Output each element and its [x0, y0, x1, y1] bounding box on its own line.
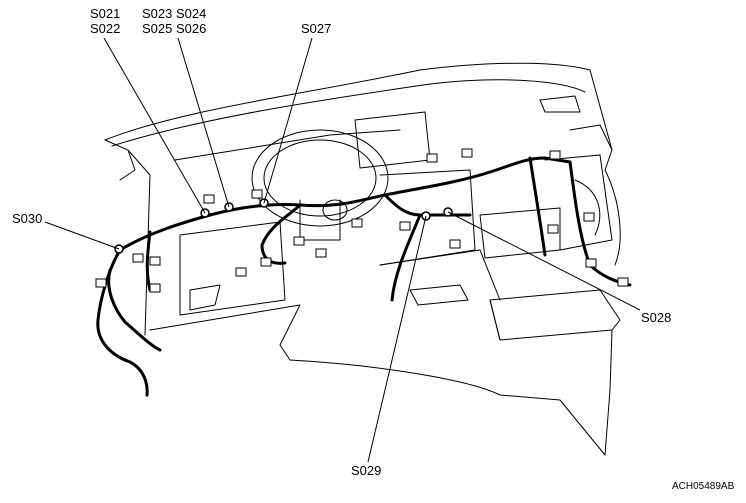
callout-s021: S021 — [90, 6, 121, 21]
callout-s025-s026: S025 S026 — [142, 21, 207, 36]
leader-lines — [44, 37, 641, 463]
callout-s029: S029 — [351, 463, 382, 478]
figure-code: ACH05489AB — [672, 481, 735, 492]
right-panel-outline — [544, 154, 613, 251]
callout-s028: S028 — [641, 310, 672, 325]
callout-s023-s024: S023 S024 — [142, 6, 207, 21]
callout-s027: S027 — [301, 21, 332, 36]
callout-s030: S030 — [12, 211, 43, 226]
steering-wheel — [251, 129, 389, 241]
main-harness — [96, 156, 632, 397]
connectors — [95, 148, 629, 293]
dashboard-outline — [104, 62, 621, 336]
callout-s022: S022 — [90, 21, 121, 36]
